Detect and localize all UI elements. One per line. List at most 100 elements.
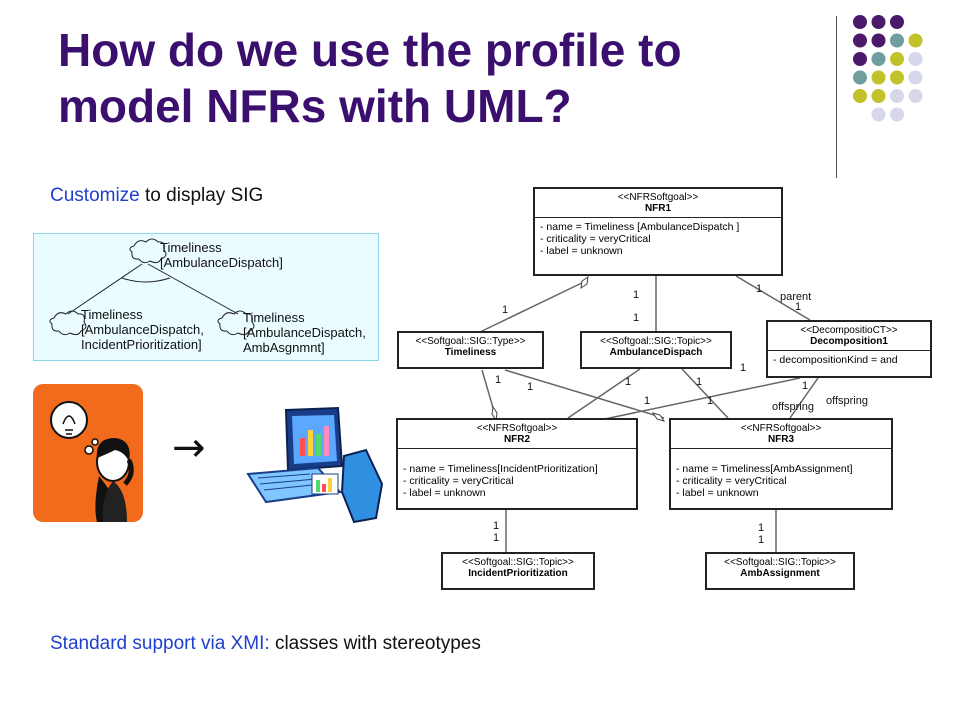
edge-nfr2-diamond (491, 405, 498, 422)
mult-1h: 1 (527, 381, 533, 393)
decorative-dot (890, 33, 904, 48)
divider-line (836, 16, 837, 178)
decorative-dot (890, 52, 904, 66)
caption-customize-rest: to display SIG (139, 185, 264, 206)
mult-1l: 1 (707, 395, 713, 407)
decorative-dot (890, 15, 904, 29)
sig-right-label: Timeliness[AmbulanceDispatch,AmbAsgnmnt] (243, 310, 366, 355)
sig-left-label: Timeliness[AmbulanceDispatch,IncidentPri… (81, 307, 204, 352)
decorative-dot (871, 107, 886, 122)
caption-xmi-rest: classes with stereotypes (269, 633, 481, 654)
edge-decomp1-nfr3 (789, 377, 819, 419)
decorative-dot (853, 89, 867, 103)
decorative-dot (853, 15, 867, 29)
edge-nfr1-decomp1 (735, 275, 811, 321)
decorative-dot (908, 70, 923, 85)
mult-1r: 1 (758, 534, 764, 546)
decorative-dot (871, 52, 886, 66)
sig-and-arc (121, 277, 171, 283)
mult-1k: 1 (696, 376, 702, 388)
decorative-dot-grid (853, 15, 923, 122)
caption-xmi-highlight: Standard support via XMI: (50, 633, 270, 654)
decorative-dot (871, 70, 886, 85)
decorative-dot (853, 52, 867, 66)
decomp1-name: Decomposition1 (810, 336, 888, 347)
mult-1a: 1 (502, 304, 508, 316)
sig-top-label: Timeliness[AmbulanceDispatch] (160, 240, 283, 270)
incident-name: IncidentPrioritization (468, 568, 568, 579)
edge-nfr3-ambdispach (681, 368, 729, 419)
sig-diagram-graphics (49, 238, 255, 336)
decorative-dot (853, 70, 867, 85)
sig-edge-left (67, 263, 143, 315)
nfr2-name: NFR2 (503, 434, 531, 445)
mult-1o: 1 (493, 520, 499, 532)
nfr3-name: NFR3 (767, 434, 795, 445)
edge-decomp1-nfr2 (599, 377, 801, 421)
nfr2-attributes: - name = Timeliness[IncidentPrioritizati… (403, 463, 598, 499)
transform-arrow: → (172, 425, 206, 471)
edge-nfr3-timeliness (504, 369, 665, 419)
edge-nfr1-diamond (580, 275, 589, 290)
uml-class-ambulancedispach[interactable]: <<Softgoal::SIG::Topic>>AmbulanceDispach (580, 331, 732, 369)
mult-1g: 1 (495, 374, 501, 386)
nfr1-name: NFR1 (644, 203, 672, 214)
uml-class-nfr1[interactable]: <<NFRSoftgoal>>NFR1 - name = Timeliness … (533, 187, 783, 276)
mult-1e: 1 (756, 283, 762, 295)
decorative-dot (890, 107, 904, 122)
nfr1-attributes: - name = Timeliness [AmbulanceDispatch ]… (540, 221, 740, 257)
caption-customize-highlight: Customize (50, 185, 140, 206)
ambassign-stereotype: <<Softgoal::SIG::Topic>> (724, 557, 836, 568)
mult-1m: 1 (740, 362, 746, 374)
uml-class-ambassignment[interactable]: <<Softgoal::SIG::Topic>>AmbAssignment (705, 552, 855, 590)
edge-nfr1-timeliness (479, 279, 589, 333)
uml-class-nfr3[interactable]: <<NFRSoftgoal>>NFR3 - name = Timeliness[… (669, 418, 893, 510)
mult-1p: 1 (493, 532, 499, 544)
mult-1n: 1 (802, 380, 808, 392)
uml-class-nfr2[interactable]: <<NFRSoftgoal>>NFR2 - name = Timeliness[… (396, 418, 638, 510)
sig-cloud-right (217, 310, 255, 336)
uml-class-incidentprioritization[interactable]: <<Softgoal::SIG::Topic>>IncidentPrioriti… (441, 552, 595, 590)
edge-nfr3-diamond (651, 412, 666, 422)
uml-class-timeliness[interactable]: <<Softgoal::SIG::Type>>Timeliness (397, 331, 544, 369)
decomp1-stereotype: <<DecompositioCT>> (800, 325, 898, 336)
uml-class-decomposition1[interactable]: <<DecompositioCT>>Decomposition1 - decom… (766, 320, 932, 378)
slide-title: How do we use the profile to model NFRs … (58, 24, 682, 132)
decorative-dot (853, 33, 867, 48)
edge-nfr2-ambdispach (567, 368, 641, 419)
decomp1-attributes: - decompositionKind = and (773, 354, 898, 366)
incident-stereotype: <<Softgoal::SIG::Topic>> (462, 557, 574, 568)
label-offspring-left: offspring (772, 401, 814, 413)
ambdispach-name: AmbulanceDispach (609, 347, 703, 358)
mult-1i: 1 (625, 376, 631, 388)
decorative-dot (908, 52, 923, 66)
caption-xmi: Standard support via XMI: classes with s… (50, 633, 481, 655)
decorative-dot (890, 70, 904, 85)
sig-cloud-left (49, 310, 87, 336)
decorative-dot (871, 89, 886, 103)
label-offspring-right: offspring (826, 395, 868, 407)
label-parent: parent (780, 291, 811, 303)
sig-cloud-top (129, 238, 167, 264)
mult-1f: 1 (795, 301, 801, 313)
decorative-dot (871, 33, 886, 48)
ambassign-name: AmbAssignment (740, 568, 820, 579)
caption-customize: Customize to display SIG (50, 185, 263, 207)
nfr1-stereotype: <<NFRSoftgoal>> (617, 192, 699, 203)
timeliness-name: Timeliness (444, 347, 497, 358)
decorative-dot (871, 15, 886, 29)
ambdispach-stereotype: <<Softgoal::SIG::Topic>> (600, 336, 712, 347)
mult-1j: 1 (644, 395, 650, 407)
mult-1q: 1 (758, 522, 764, 534)
decorative-dot (908, 89, 923, 103)
mult-1d: 1 (633, 312, 639, 324)
computer-clipart (246, 406, 384, 524)
decorative-dot (890, 89, 904, 103)
decorative-dot (908, 33, 923, 48)
nfr2-stereotype: <<NFRSoftgoal>> (476, 423, 558, 434)
sig-diagram-panel: Timeliness[AmbulanceDispatch] Timeliness… (33, 233, 379, 361)
nfr3-attributes: - name = Timeliness[AmbAssignment] - cri… (676, 463, 853, 499)
timeliness-stereotype: <<Softgoal::SIG::Type>> (415, 336, 526, 347)
mult-1c: 1 (633, 289, 639, 301)
thinking-person-clipart (33, 384, 143, 522)
